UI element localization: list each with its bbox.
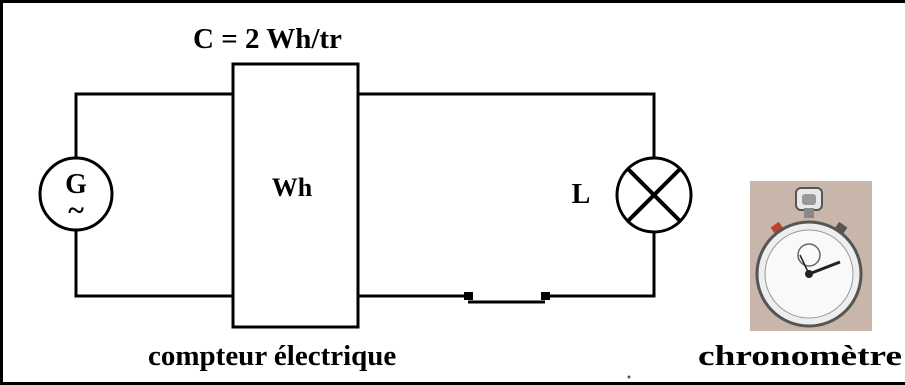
lamp [615,156,693,234]
generator-label: G [65,169,87,200]
wire-top-right [356,92,656,160]
stopwatch-caption: chronomètre [698,340,902,372]
meter-label: Wh [272,173,313,202]
meter-box [231,62,360,329]
generator-ac-symbol: ~ [68,194,84,227]
stopwatch-icon [750,181,872,331]
meter-constant-label: C = 2 Wh/tr [193,23,342,55]
lamp-label: L [572,179,591,210]
wire-bottom-left [74,228,235,298]
stray-dot [627,375,631,379]
switch [464,292,550,304]
wire-top-left [74,92,235,160]
wire-bottom-right [546,230,656,298]
meter-caption: compteur électrique [148,340,396,372]
generator: G ~ [38,156,114,232]
